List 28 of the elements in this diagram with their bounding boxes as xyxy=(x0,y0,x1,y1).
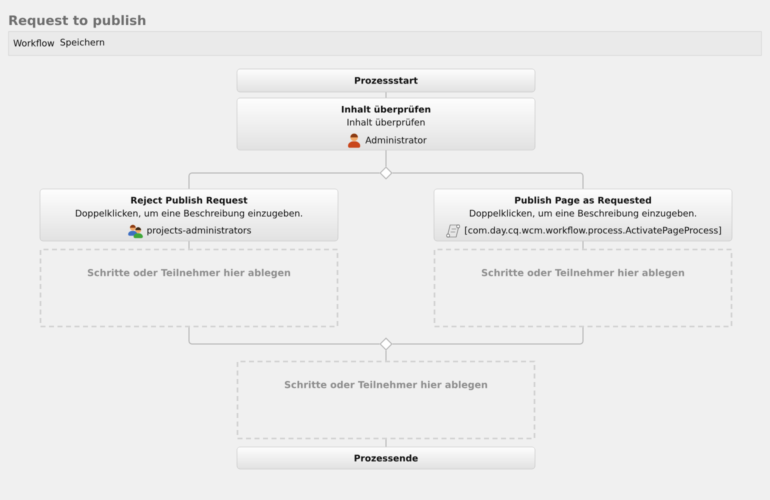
process-class-name: [com.day.cq.wcm.workflow.process.ActivatePageProcess] xyxy=(465,226,721,236)
drop-zone: Schritte oder Teilnehmer hier ablegen xyxy=(40,248,338,328)
step-box xyxy=(236,98,536,150)
step-description: Doppelklicken, um eine Beschreibung einzugeben. xyxy=(470,210,696,218)
page-title: Request to publish xyxy=(9,15,146,28)
step-box xyxy=(434,188,732,242)
connector-line xyxy=(188,240,190,250)
step-title: Reject Publish Request xyxy=(131,196,248,206)
step-description: Inhalt überprüfen xyxy=(348,118,425,128)
step-description: Doppelklicken, um eine Beschreibung einzugeben. xyxy=(76,210,302,218)
assignee-name: projects-administrators xyxy=(147,226,251,236)
menu-item: Speichern xyxy=(60,38,104,48)
step-title: Publish Page as Requested xyxy=(515,196,651,206)
connector-line xyxy=(188,326,380,344)
connector-line xyxy=(188,172,380,190)
connector-line xyxy=(392,172,584,190)
connector-line xyxy=(582,240,584,250)
drop-zone: Schritte oder Teilnehmer hier ablegen xyxy=(434,248,732,328)
connector-line xyxy=(392,326,584,344)
menu-item: Workflow xyxy=(14,40,54,46)
step-box xyxy=(40,188,338,242)
terminal-box: Prozessstart xyxy=(236,68,536,92)
branch-diamond xyxy=(380,166,392,180)
drop-zone: Schritte oder Teilnehmer hier ablegen xyxy=(236,360,536,440)
step-title: Inhalt überprüfen xyxy=(342,106,430,114)
branch-diamond xyxy=(380,338,392,350)
terminal-box: Prozessende xyxy=(236,446,536,470)
assignee-name: Administrator xyxy=(365,136,427,144)
